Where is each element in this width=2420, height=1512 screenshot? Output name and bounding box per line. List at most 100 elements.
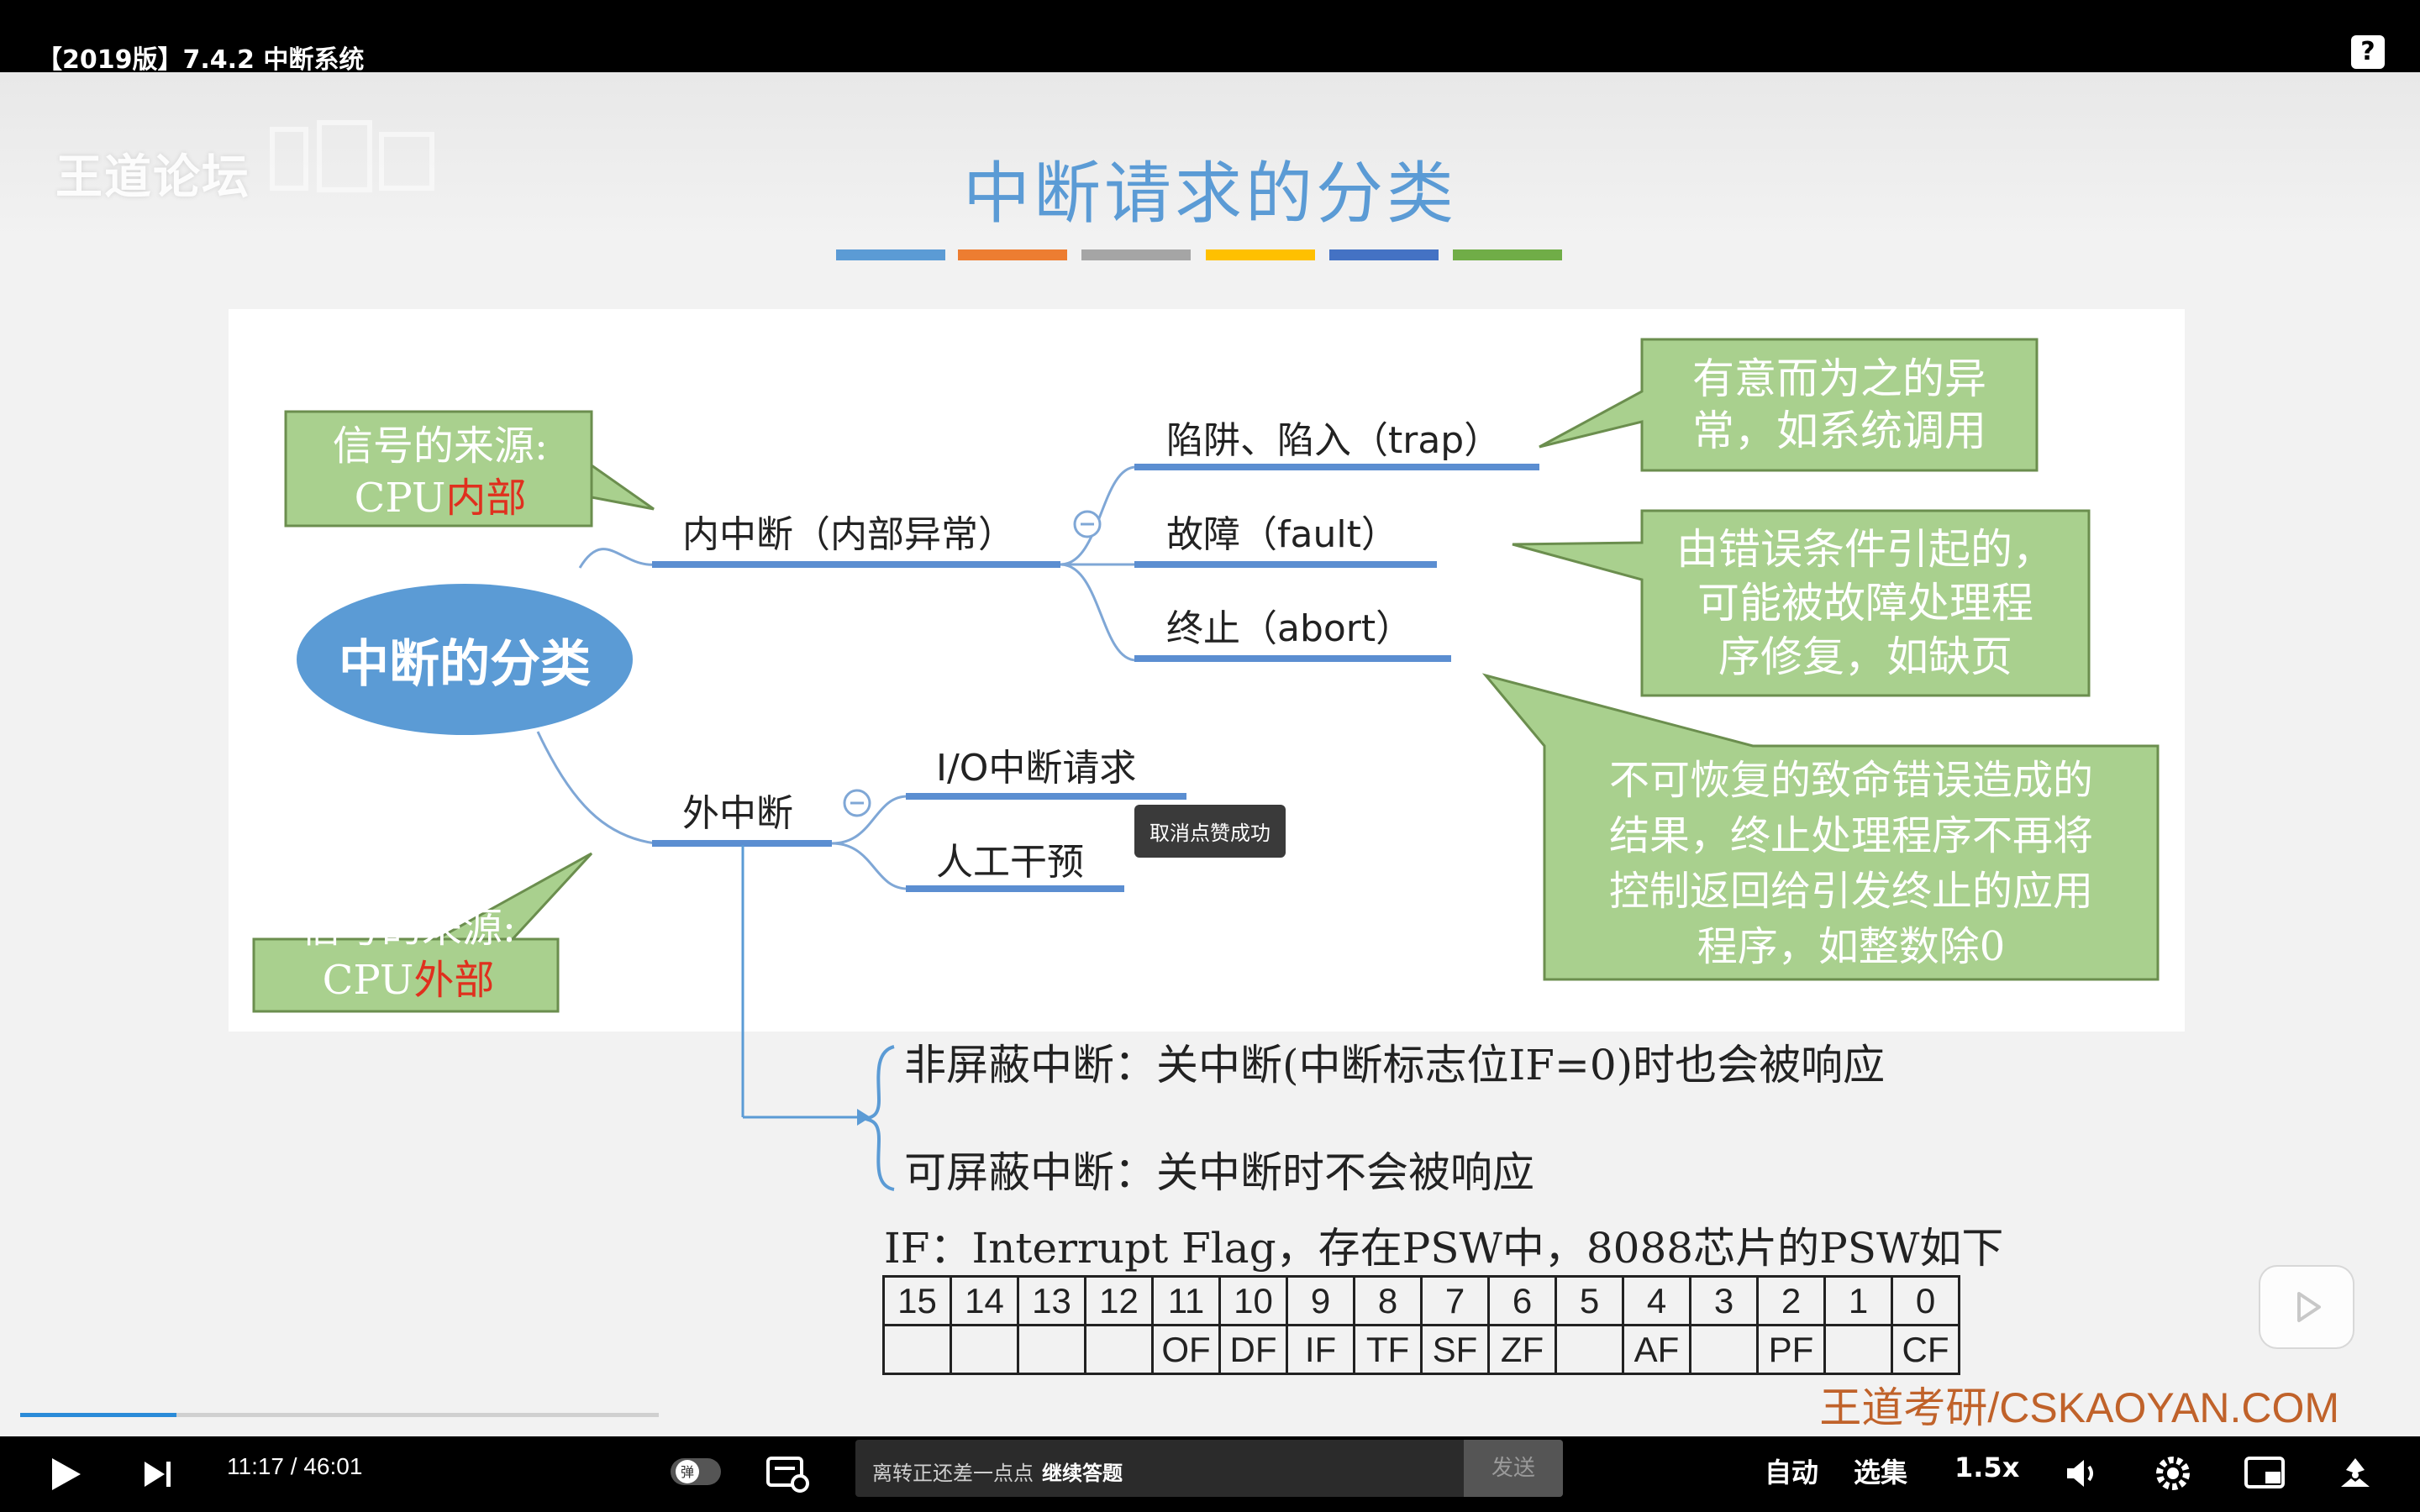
psw-bit-cell: 11 [1151, 1275, 1221, 1326]
center-node: 中断的分类 [339, 635, 591, 694]
progress-fill [20, 1413, 177, 1417]
fullscreen-icon[interactable] [2334, 1453, 2376, 1495]
title-color-bar-3 [1081, 249, 1191, 260]
maskable-interrupt: 可屏蔽中断：关中断时不会被响应 [904, 1148, 1534, 1197]
danmaku-toggle-icon[interactable]: 弹 [669, 1453, 723, 1490]
internal-source-callout: 信号的来源: CPU内部 [289, 420, 592, 524]
settings-icon[interactable] [2153, 1453, 2193, 1494]
internal-source-emphasis: 内部 [445, 475, 527, 522]
slide-title: 中断请求的分类 [963, 155, 1457, 233]
quality-button[interactable]: 自动 [1765, 1457, 1819, 1488]
psw-flag-cell: SF [1420, 1324, 1490, 1375]
trap-note-line2: 常，如系统调用 [1692, 407, 1986, 455]
abort-note-line4: 程序，如整数除0 [1697, 923, 2006, 970]
external-source-line1: 信号的来源: [300, 905, 517, 952]
fault-note: 由错误条件引起的， 可能被故障处理程 序修复，如缺页 [1642, 522, 2089, 684]
danmaku-placeholder: 离转正还差一点点继续答题 [872, 1457, 1123, 1486]
svg-text:弹: 弹 [681, 1464, 694, 1480]
psw-bit-cell: 4 [1622, 1275, 1691, 1326]
volume-icon[interactable] [2064, 1455, 2101, 1492]
psw-bit-cell: 7 [1420, 1275, 1490, 1326]
psw-bit-cell: 9 [1286, 1275, 1355, 1326]
psw-bit-cell: 3 [1689, 1275, 1759, 1326]
psw-bit-cell: 14 [950, 1275, 1019, 1326]
external-source-line2: CPU外部 [257, 954, 560, 1006]
external-source-emphasis: 外部 [413, 957, 495, 1004]
title-color-bar-4 [1206, 249, 1315, 260]
trap-note-line1: 有意而为之的异 [1692, 354, 1986, 403]
danmaku-input[interactable]: 离转正还差一点点继续答题 发送 [855, 1440, 1563, 1497]
psw-bit-cell: 2 [1756, 1275, 1826, 1326]
psw-bit-cell: 8 [1353, 1275, 1423, 1326]
speed-button[interactable]: 1.5x [1954, 1452, 2020, 1483]
psw-flag-cell [1017, 1324, 1086, 1375]
title-bar: 【2019版】7.4.2 中断系统 ? [0, 0, 2420, 75]
psw-bit-cell: 6 [1487, 1275, 1557, 1326]
danmaku-settings-icon[interactable] [765, 1452, 812, 1495]
psw-flag-cell: DF [1218, 1324, 1288, 1375]
floating-share-button[interactable] [2259, 1265, 2354, 1349]
danmaku-placeholder-text: 离转正还差一点点 [872, 1462, 1034, 1485]
episodes-button[interactable]: 选集 [1854, 1457, 1908, 1488]
psw-bit-cell: 5 [1555, 1275, 1624, 1326]
psw-flag-cell [882, 1324, 952, 1375]
question-icon[interactable]: ? [2351, 35, 2385, 69]
psw-flag-cell: CF [1891, 1324, 1960, 1375]
psw-bit-cell: 15 [882, 1275, 952, 1326]
fault-node: 故障（fault） [1166, 513, 1398, 556]
current-time: 11:17 [227, 1453, 284, 1479]
abort-note: 不可恢复的致命错误造成的 结果，终止处理程序不再将 控制返回给引发终止的应用 程… [1544, 753, 2158, 974]
internal-source-prefix: CPU [354, 475, 446, 522]
time-display: 11:17 / 46:01 [227, 1453, 362, 1480]
psw-bit-cell: 1 [1823, 1275, 1893, 1326]
mindmap-lines [252, 338, 2160, 1191]
play-icon[interactable] [47, 1455, 84, 1494]
trap-node: 陷阱、陷入（trap） [1166, 419, 1502, 462]
psw-flag-cell [1084, 1324, 1154, 1375]
external-interrupt-node: 外中断 [682, 792, 793, 835]
abort-note-line2: 结果，终止处理程序不再将 [1608, 812, 2093, 859]
non-maskable-interrupt: 非屏蔽中断：关中断(中断标志位IF=0)时也会被响应 [904, 1041, 1886, 1089]
psw-bit-cell: 0 [1891, 1275, 1960, 1326]
io-interrupt-node: I/O中断请求 [936, 747, 1137, 790]
psw-bit-cell: 12 [1084, 1275, 1154, 1326]
psw-flag-cell: OF [1151, 1324, 1221, 1375]
continue-answer-link[interactable]: 继续答题 [1042, 1462, 1123, 1485]
external-source-prefix: CPU [322, 957, 414, 1004]
next-icon[interactable] [141, 1458, 173, 1490]
psw-flag-cell: PF [1756, 1324, 1826, 1375]
fault-note-line1: 由错误条件引起的， [1676, 525, 2054, 574]
psw-flag-cell [950, 1324, 1019, 1375]
abort-node: 终止（abort） [1166, 607, 1413, 650]
if-description: IF：Interrupt Flag，存在PSW中，8088芯片的PSW如下 [884, 1224, 2004, 1273]
manual-intervention-node: 人工干预 [936, 841, 1084, 884]
psw-flag-cell [1823, 1324, 1893, 1375]
psw-flag-cell: ZF [1487, 1324, 1557, 1375]
psw-bit-cell: 13 [1017, 1275, 1086, 1326]
fault-note-line3: 序修复，如缺页 [1718, 633, 2012, 681]
video-area[interactable]: 王道论坛 中断请求的分类 [0, 72, 2420, 1436]
time-separator: / [290, 1453, 304, 1479]
progress-track[interactable] [20, 1413, 659, 1417]
internal-source-line2: CPU内部 [289, 472, 592, 524]
external-source-callout: 信号的来源: CPU外部 [257, 902, 560, 1006]
psw-flag-cell: IF [1286, 1324, 1355, 1375]
watermark-text: 王道论坛 [55, 150, 250, 205]
pip-icon[interactable] [2244, 1455, 2287, 1492]
abort-note-line3: 控制返回给引发终止的应用 [1608, 868, 2093, 915]
play-outline-icon [2297, 1292, 2321, 1322]
send-button[interactable]: 发送 [1464, 1440, 1563, 1497]
abort-note-line1: 不可恢复的致命错误造成的 [1608, 757, 2093, 804]
psw-flag-cell: AF [1622, 1324, 1691, 1375]
video-title: 【2019版】7.4.2 中断系统 [37, 45, 365, 75]
watermark-logo [270, 120, 434, 192]
internal-interrupt-node: 内中断（内部异常） [682, 513, 1015, 556]
title-color-bar-5 [1329, 249, 1439, 260]
duration: 46:01 [303, 1453, 363, 1479]
fault-note-line2: 可能被故障处理程 [1697, 579, 2033, 627]
like-cancel-toast: 取消点赞成功 [1134, 805, 1286, 858]
player-controls: 11:17 / 46:01 弹 离转正还差一点点继续答题 发送 自动 选集 1.… [0, 1436, 2420, 1512]
site-watermark: 王道考研/CSKAOYAN.COM [1819, 1384, 2339, 1431]
